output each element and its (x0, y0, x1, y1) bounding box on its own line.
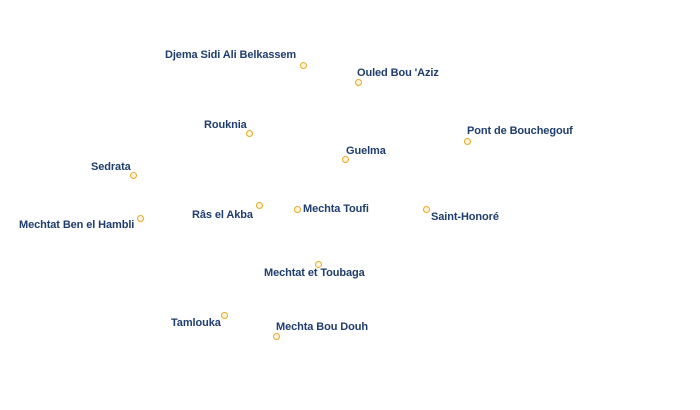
place-marker-icon[interactable] (355, 79, 362, 86)
place-marker-icon[interactable] (130, 172, 137, 179)
place-marker-icon[interactable] (137, 215, 144, 222)
place-label: Ouled Bou 'Aziz (357, 67, 439, 79)
place-marker-icon[interactable] (315, 261, 322, 268)
place-label: Djema Sidi Ali Belkassem (165, 49, 297, 61)
place-marker-icon[interactable] (246, 130, 253, 137)
place-label: Saint-Honoré (431, 211, 499, 223)
place-label: Guelma (346, 145, 386, 157)
place-label: Pont de Bouchegouf (467, 125, 573, 137)
place-label: Mechta Bou Douh (276, 321, 368, 333)
place-label: Mechtat Ben el Hambli (19, 219, 135, 231)
place-label: Tamlouka (171, 317, 221, 329)
place-marker-icon[interactable] (273, 333, 280, 340)
place-marker-icon[interactable] (221, 312, 228, 319)
place-marker-icon[interactable] (300, 62, 307, 69)
place-label: Mechta Toufi (303, 203, 369, 215)
place-label: Mechtat et Toubaga (264, 267, 365, 279)
place-label: Rouknia (204, 119, 247, 131)
place-marker-icon[interactable] (256, 202, 263, 209)
place-marker-icon[interactable] (464, 138, 471, 145)
place-marker-icon[interactable] (294, 206, 301, 213)
place-marker-icon[interactable] (342, 156, 349, 163)
place-label: Sedrata (91, 161, 131, 173)
place-marker-icon[interactable] (423, 206, 430, 213)
place-label: Râs el Akba (192, 209, 253, 221)
